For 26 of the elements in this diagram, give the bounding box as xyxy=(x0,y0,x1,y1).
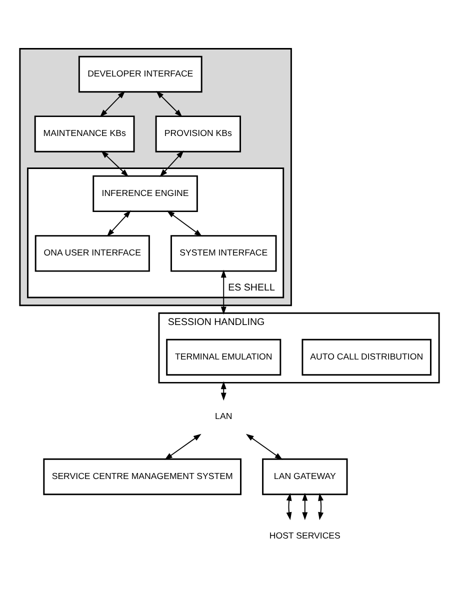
arrow xyxy=(106,210,131,236)
node-box: INFERENCE ENGINE xyxy=(92,174,198,212)
node-box: PROVISION KBs xyxy=(155,115,242,152)
arrow xyxy=(286,492,292,520)
arrow xyxy=(220,380,226,400)
node-box: TERMINAL EMULATION xyxy=(166,338,282,376)
node-box: SYSTEM INTERFACE xyxy=(170,234,277,272)
arrow xyxy=(166,210,202,236)
arrow xyxy=(156,90,182,117)
arrow xyxy=(318,492,324,520)
arrow xyxy=(246,433,283,460)
arrow xyxy=(101,150,129,176)
node-text: HOST SERVICES xyxy=(269,530,340,540)
arrow xyxy=(160,150,184,176)
node-box: DEVELOPER INTERFACE xyxy=(78,55,202,92)
node-box: SERVICE CENTRE MANAGEMENT SYSTEM xyxy=(43,458,242,495)
node-text: LAN xyxy=(215,410,232,421)
arrow xyxy=(100,90,126,117)
arrow xyxy=(220,269,226,314)
arrow xyxy=(302,492,308,520)
arrow xyxy=(164,433,202,460)
node-box: MAINTENANCE KBs xyxy=(34,115,135,152)
node-box: AUTO CALL DISTRIBUTION xyxy=(302,338,432,376)
node-box: ONA USER INTERFACE xyxy=(34,234,150,272)
cluster xyxy=(19,48,292,306)
node-box: LAN GATEWAY xyxy=(262,458,348,495)
